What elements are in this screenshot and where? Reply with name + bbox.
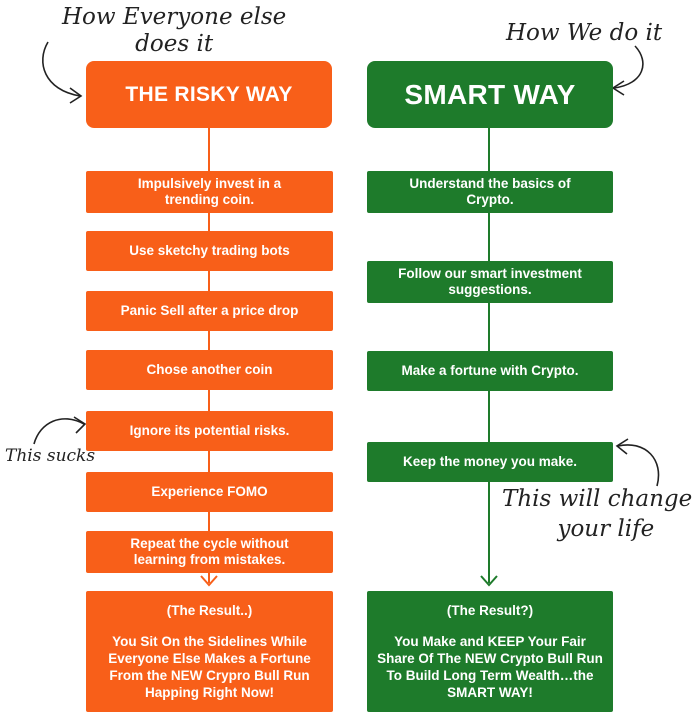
step-text-line: Chose another coin [146,362,273,377]
result-text-line: SMART WAY! [447,685,533,700]
smart-way-header: SMART WAY [367,61,613,128]
result-text-line: You Sit On the Sidelines While [112,634,307,649]
result-text-line: You Make and KEEP Your Fair [394,634,586,649]
result-text-line: Happing Right Now! [145,685,274,700]
result-title: (The Result?) [446,603,534,618]
risky-step-2: Use sketchy trading bots [86,231,333,271]
annotation-line: How Everyone else [62,4,287,30]
result-text-line: Everyone Else Makes a Fortune [108,651,311,666]
risky-step-4: Chose another coin [86,350,333,390]
step-text-line: Understand the basics of [409,176,571,191]
smart-step-2: Follow our smart investment suggestions. [367,261,613,303]
step-text-line: trending coin. [164,192,255,207]
annotation-how-we: How We do it [506,20,663,46]
step-text-line: Impulsively invest in a [137,176,282,191]
curved-arrow-right-top [613,45,644,89]
annotation-how-everyone: How Everyone else does it [62,4,286,58]
annotation-line: This will change [502,486,692,512]
step-text-line: Keep the money you make. [402,454,578,469]
step-text-line: suggestions. [448,282,532,297]
smart-step-1: Understand the basics of Crypto. [367,171,613,213]
step-text-line: Crypto. [466,192,514,207]
smart-result-box: (The Result?) You Make and KEEP Your Fai… [367,591,613,712]
smart-step-4: Keep the money you make. [367,442,613,482]
smart-step-3: Make a fortune with Crypto. [367,351,613,391]
curved-arrow-this-sucks [33,418,85,445]
risky-way-header: THE RISKY WAY [86,61,332,128]
result-text-line: To Build Long Term Wealth…the [386,668,594,683]
risky-step-3: Panic Sell after a price drop [86,291,333,331]
result-text-line: From the NEW Crypro Bull Run [109,668,310,683]
result-title: (The Result..) [166,603,253,618]
annotation-this-will-change: This will change your life [502,484,692,544]
curved-arrow-change [617,444,660,487]
annotation-line: your life [557,516,655,542]
step-text-line: Experience FOMO [151,484,268,499]
risky-step-6: Experience FOMO [86,472,333,512]
risky-step-5: Ignore its potential risks. [86,411,333,451]
annotation-this-sucks: This sucks [5,446,96,466]
risky-step-1: Impulsively invest in a trending coin. [86,171,333,213]
step-text-line: Ignore its potential risks. [129,423,290,438]
step-text-line: Use sketchy trading bots [129,243,290,258]
step-text-line: Follow our smart investment [398,266,582,281]
step-text-line: Repeat the cycle without [130,536,289,551]
step-text-line: Panic Sell after a price drop [120,303,299,318]
step-text-line: learning from mistakes. [133,552,286,567]
annotation-line: does it [135,31,214,57]
risky-result-box: (The Result..) You Sit On the Sidelines … [86,591,333,712]
result-text-line: Share Of The NEW Crypto Bull Run [377,651,603,666]
step-text-line: Make a fortune with Crypto. [401,363,579,378]
risky-step-7: Repeat the cycle without learning from m… [86,531,333,573]
